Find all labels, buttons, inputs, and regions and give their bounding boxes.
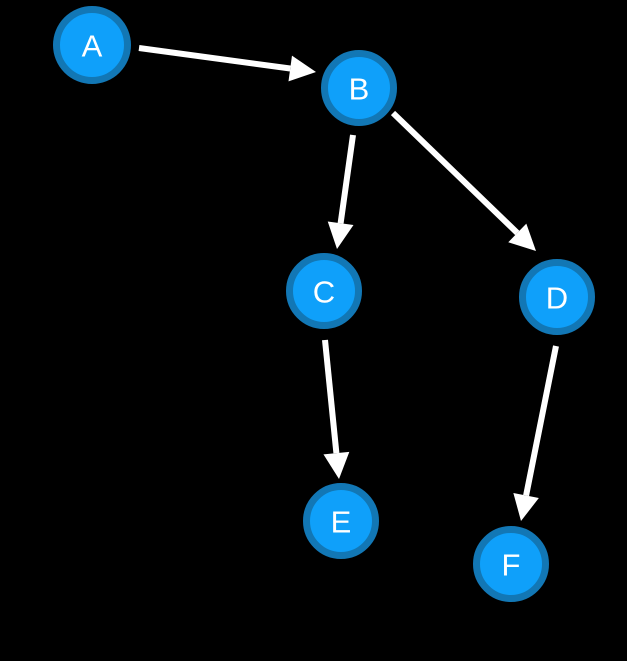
node-circle[interactable]: [286, 253, 362, 329]
edge-c-to-e: [322, 339, 350, 479]
node-label: E: [331, 505, 352, 540]
arrowhead-icon: [513, 492, 539, 521]
edge-line: [138, 45, 291, 72]
edge-d-to-f: [513, 345, 559, 521]
edge-b-to-c: [327, 134, 356, 249]
arrowhead-icon: [508, 223, 536, 251]
edge-line: [337, 134, 356, 224]
arrowhead-icon: [288, 55, 316, 82]
node-a[interactable]: A: [53, 6, 131, 84]
node-label: A: [82, 29, 103, 64]
node-e[interactable]: E: [303, 483, 379, 559]
node-label: C: [313, 275, 335, 310]
edge-a-to-b: [138, 45, 316, 82]
node-circle[interactable]: [53, 6, 131, 84]
node-d[interactable]: D: [519, 259, 595, 335]
node-label: F: [502, 548, 521, 583]
node-c[interactable]: C: [286, 253, 362, 329]
node-b[interactable]: B: [321, 50, 397, 126]
node-circle[interactable]: [303, 483, 379, 559]
node-label: D: [546, 281, 568, 316]
edges-layer: [138, 45, 559, 521]
node-circle[interactable]: [519, 259, 595, 335]
nodes-layer: A B C D E F: [53, 6, 595, 602]
arrowhead-icon: [323, 451, 350, 479]
edge-line: [390, 110, 520, 236]
node-circle[interactable]: [321, 50, 397, 126]
arrowhead-icon: [327, 221, 354, 249]
node-circle[interactable]: [473, 526, 549, 602]
node-f[interactable]: F: [473, 526, 549, 602]
edge-b-to-d: [390, 110, 536, 251]
node-label: B: [349, 72, 370, 107]
edge-line: [523, 345, 559, 497]
edge-line: [322, 339, 340, 454]
